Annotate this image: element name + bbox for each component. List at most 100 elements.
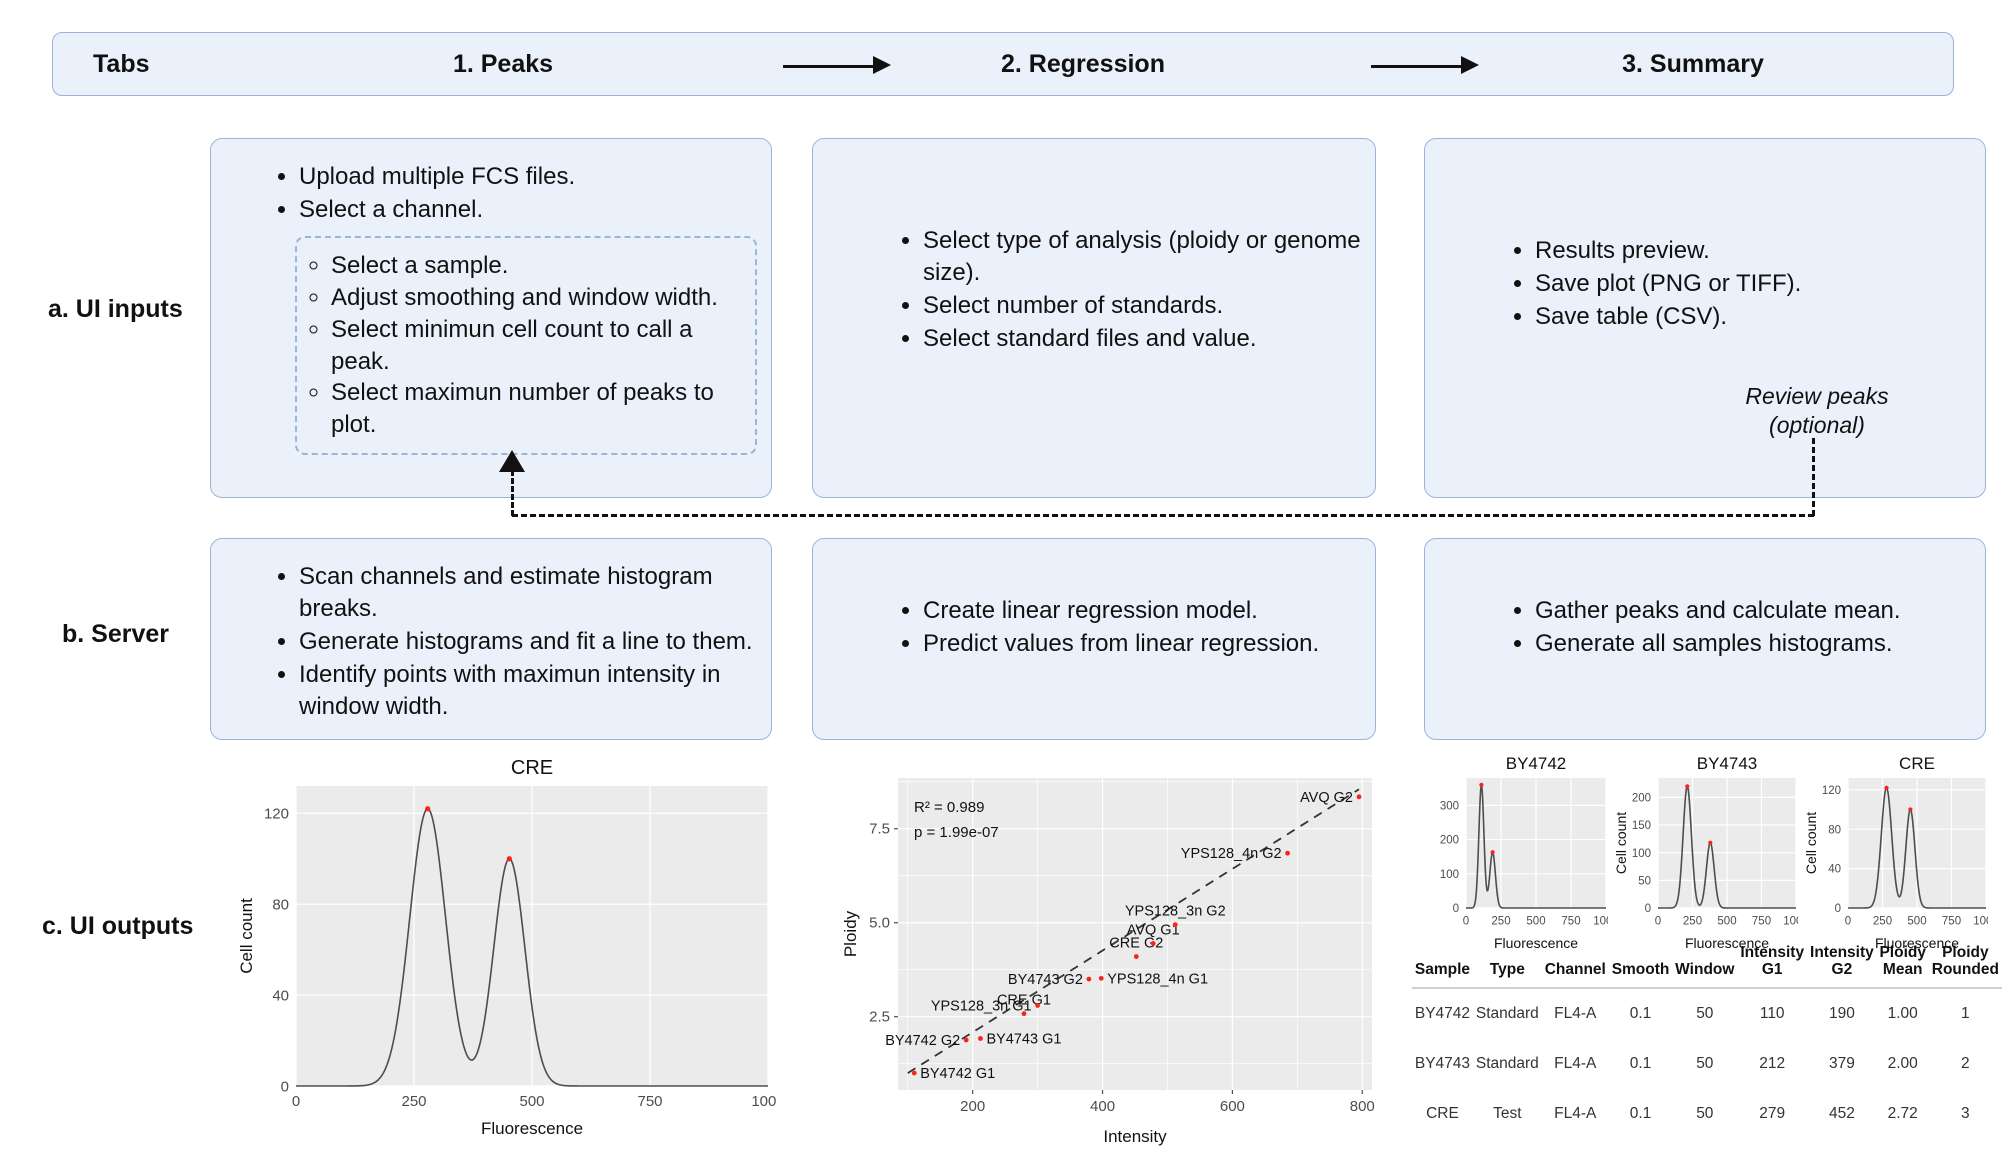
server-summary-list: Gather peaks and calculate mean. Generat… (1507, 595, 1971, 660)
table-cell: 0.1 (1629, 1104, 1652, 1122)
list-item: Identify points with maximun intensity i… (299, 659, 761, 723)
feedback-connector-vertical (1812, 438, 1815, 516)
svg-text:0: 0 (281, 1078, 289, 1095)
svg-text:YPS128_3n G2: YPS128_3n G2 (1125, 904, 1226, 920)
svg-text:CRE G2: CRE G2 (1109, 936, 1163, 952)
summary-table-col-header: Type (1489, 961, 1525, 979)
list-item: Select type of analysis (ploidy or genom… (923, 225, 1361, 289)
mini-histograms-group: BY4742010020030002505007501000Fluorescen… (1424, 752, 2000, 952)
table-cell: BY4742 (1414, 1004, 1471, 1022)
svg-text:250: 250 (1683, 916, 1702, 928)
feedback-connector-horizontal (512, 514, 1814, 517)
svg-text:0: 0 (1835, 903, 1841, 915)
ui-inputs-peaks-list: Upload multiple FCS files. Select a chan… (271, 161, 761, 226)
svg-text:CRE: CRE (1899, 754, 1935, 773)
svg-text:Fluorescence: Fluorescence (481, 1119, 583, 1138)
svg-text:YPS128_4n G1: YPS128_4n G1 (1107, 971, 1208, 987)
svg-text:100: 100 (1440, 869, 1459, 881)
svg-text:1000: 1000 (1783, 916, 1798, 928)
table-cell: 50 (1696, 1104, 1714, 1122)
table-cell: BY4743 (1414, 1054, 1471, 1072)
svg-text:1000: 1000 (751, 1093, 776, 1110)
server-regression-list: Create linear regression model. Predict … (895, 595, 1361, 660)
svg-text:0: 0 (1453, 903, 1459, 915)
list-item: Scan channels and estimate histogram bre… (299, 561, 761, 625)
list-item: Generate histograms and fit a line to th… (299, 626, 761, 658)
tabs-bar: Tabs 1. Peaks 2. Regression 3. Summary (52, 32, 1954, 96)
table-cell: 2.00 (1887, 1054, 1918, 1072)
tab-summary[interactable]: 3. Summary (1622, 49, 1764, 78)
panel-ui-inputs-peaks: Upload multiple FCS files. Select a chan… (210, 138, 772, 498)
tab-peaks[interactable]: 1. Peaks (452, 49, 554, 78)
svg-text:1000: 1000 (1973, 916, 1988, 928)
table-cell: 0.1 (1629, 1054, 1652, 1072)
table-cell: 212 (1759, 1054, 1786, 1072)
svg-text:BY4743 G1: BY4743 G1 (986, 1032, 1061, 1048)
svg-text:BY4743: BY4743 (1697, 754, 1758, 773)
svg-text:AVQ G1: AVQ G1 (1127, 922, 1180, 938)
mini-histogram-by4743: BY474305010015020002505007501000Fluoresc… (1613, 752, 1809, 952)
list-item: Create linear regression model. (923, 595, 1361, 627)
svg-text:50: 50 (1638, 875, 1651, 887)
server-peaks-list: Scan channels and estimate histogram bre… (271, 561, 761, 723)
list-item: Select maximun number of peaks to plot. (331, 377, 745, 441)
table-cell: 190 (1828, 1004, 1855, 1022)
table-cell: 2 (1961, 1054, 1970, 1072)
svg-text:750: 750 (637, 1093, 662, 1110)
svg-text:BY4742 G1: BY4742 G1 (920, 1066, 995, 1082)
list-item: Adjust smoothing and window width. (331, 282, 745, 314)
mini-histogram-by4742: BY4742010020030002505007501000Fluorescen… (1424, 752, 1619, 952)
list-item: Select a sample. (331, 250, 745, 282)
svg-text:120: 120 (1822, 785, 1841, 797)
tab-regression[interactable]: 2. Regression (1001, 49, 1165, 78)
svg-text:Cell count: Cell count (1804, 812, 1819, 874)
table-cell: FL4-A (1554, 1104, 1597, 1122)
chart-main-histogram: CRE0408012002505007501000FluorescenceCel… (236, 752, 785, 1138)
list-item: Save table (CSV). (1535, 301, 1971, 333)
svg-text:p = 1.99e-07: p = 1.99e-07 (914, 824, 999, 841)
row-label-ui-outputs: c. UI outputs (42, 912, 194, 940)
panel-ui-inputs-regression: Select type of analysis (ploidy or genom… (812, 138, 1376, 498)
svg-text:200: 200 (960, 1098, 985, 1115)
svg-text:CRE: CRE (511, 757, 553, 779)
table-cell: 279 (1759, 1104, 1786, 1122)
svg-text:YPS128_4n G2: YPS128_4n G2 (1181, 846, 1282, 862)
ui-inputs-summary-list: Results preview. Save plot (PNG or TIFF)… (1507, 235, 1971, 333)
table-cell: 0.1 (1629, 1004, 1652, 1022)
mini-histogram-cre-svg: CRE0408012002505007501000FluorescenceCel… (1803, 754, 1999, 951)
table-cell: CRE (1426, 1104, 1459, 1122)
svg-text:750: 750 (1942, 916, 1961, 928)
svg-text:0: 0 (1655, 916, 1661, 928)
list-item: Select a channel. (299, 194, 761, 226)
panel-server-summary: Gather peaks and calculate mean. Generat… (1424, 538, 1986, 740)
ui-inputs-regression-list: Select type of analysis (ploidy or genom… (895, 225, 1361, 355)
svg-text:2.5: 2.5 (869, 1009, 890, 1026)
svg-text:500: 500 (1717, 916, 1736, 928)
table-cell: FL4-A (1554, 1004, 1597, 1022)
svg-text:300: 300 (1440, 801, 1459, 813)
list-item: Upload multiple FCS files. (299, 161, 761, 193)
table-cell: 1.00 (1887, 1004, 1918, 1022)
svg-text:Fluorescence: Fluorescence (1685, 935, 1769, 951)
svg-text:800: 800 (1350, 1098, 1375, 1115)
tabs-row-label: Tabs (93, 49, 150, 78)
svg-text:BY4743 G2: BY4743 G2 (1008, 972, 1083, 988)
row-label-ui-inputs: a. UI inputs (48, 295, 183, 323)
svg-text:150: 150 (1632, 820, 1651, 832)
svg-text:80: 80 (272, 897, 289, 914)
review-peaks-note: Review peaks (optional) (1712, 382, 1922, 440)
table-cell: 50 (1696, 1054, 1714, 1072)
svg-text:80: 80 (1828, 824, 1841, 836)
table-cell: Test (1493, 1104, 1522, 1122)
svg-text:0: 0 (1845, 916, 1851, 928)
table-cell: 2.72 (1887, 1104, 1918, 1122)
svg-text:200: 200 (1632, 793, 1651, 805)
svg-text:0: 0 (292, 1093, 300, 1110)
table-cell: Standard (1475, 1004, 1539, 1022)
table-cell: Standard (1475, 1054, 1539, 1072)
